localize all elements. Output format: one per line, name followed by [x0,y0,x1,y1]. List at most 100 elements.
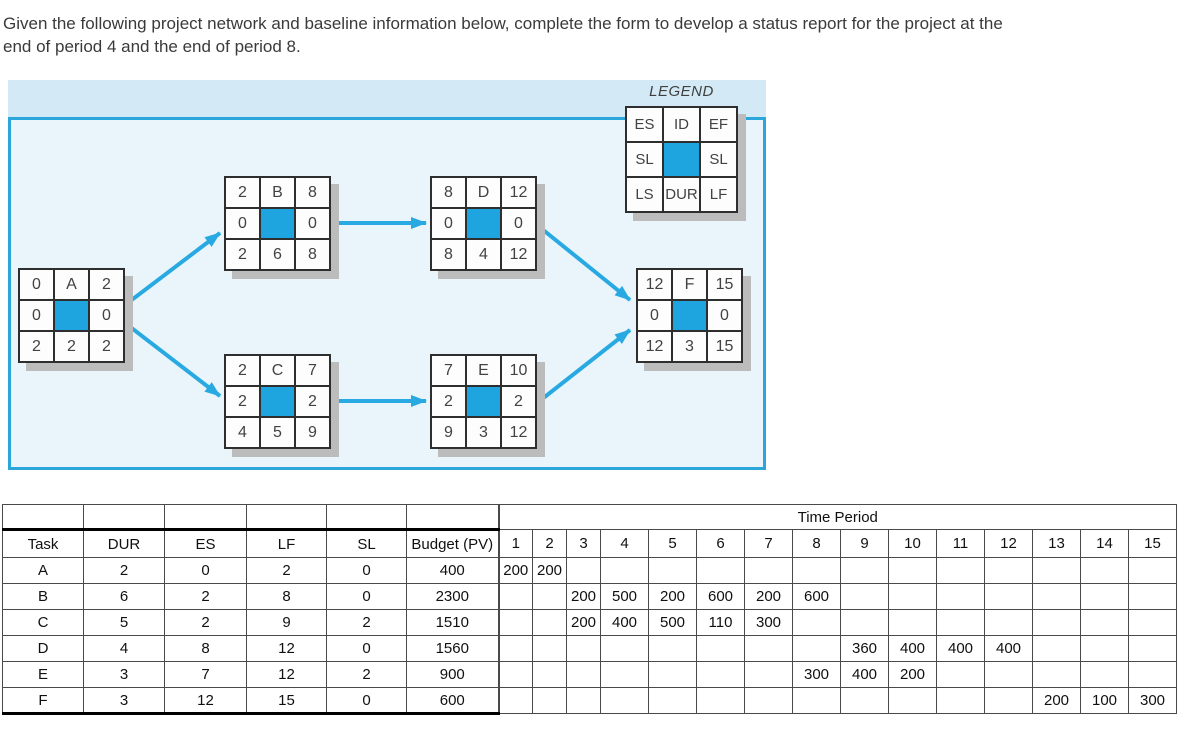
node-center-cell [467,209,500,238]
node-value-cell: 7 [432,356,465,385]
node-center-cell [467,387,500,416]
period-value-cell: 200 [497,557,533,584]
node-value-cell: 0 [296,209,329,238]
node-id-cell: A [55,270,88,299]
period-value-cell [532,609,567,636]
budget-cell: 600 [406,687,499,715]
sl-cell: 0 [326,583,407,610]
sl-cell: 0 [326,635,407,662]
period-value-cell [984,609,1033,636]
node-value-cell: LS [627,178,662,211]
period-value-cell: 300 [744,609,793,636]
node-value-cell: 0 [502,209,535,238]
period-value-cell [984,687,1033,714]
column-header: Task [2,529,84,558]
period-value-cell [936,687,985,714]
node-value-cell: 8 [432,240,465,269]
period-value-cell [1127,661,1178,688]
period-value-cell [600,557,649,584]
sl-cell: 2 [326,609,407,636]
node-value-cell: 4 [226,418,259,447]
period-value-cell [1127,635,1178,662]
dur-cell: 3 [83,661,165,688]
period-value-cell [532,583,567,610]
node-value-cell: 5 [261,418,294,447]
period-value-cell [792,687,841,714]
period-value-cell [840,583,889,610]
period-value-cell [566,635,601,662]
node-value-cell: 2 [296,387,329,416]
node-value-cell: 12 [638,332,671,361]
period-value-cell: 100 [1080,687,1129,714]
period-value-cell [648,661,697,688]
es-cell: 2 [164,609,247,636]
lf-cell: 8 [246,583,327,610]
period-value-cell [497,583,533,610]
period-value-cell [1080,557,1129,584]
period-header: 8 [792,529,841,558]
period-value-cell [1032,609,1081,636]
node-value-cell: 3 [673,332,706,361]
budget-cell: 2300 [406,583,499,610]
es-cell: 7 [164,661,247,688]
period-value-cell [792,635,841,662]
node-value-cell: 0 [20,270,53,299]
period-value-cell: 300 [1127,687,1178,714]
node-id-cell: F [673,270,706,299]
node-value-cell: 8 [432,178,465,207]
period-header: 5 [648,529,697,558]
empty-top-cell [164,504,247,531]
period-value-cell [936,661,985,688]
period-value-cell: 400 [840,661,889,688]
period-value-cell [792,609,841,636]
period-header: 11 [936,529,985,558]
period-value-cell [936,557,985,584]
task-cell: B [2,583,84,610]
node-value-cell: 7 [296,356,329,385]
period-value-cell [1032,583,1081,610]
period-value-cell: 300 [792,661,841,688]
period-value-cell [1080,661,1129,688]
period-header: 1 [497,529,533,558]
dur-cell: 3 [83,687,165,715]
instruction-text: Given the following project network and … [0,0,1195,58]
period-value-cell [600,661,649,688]
budget-cell: 1560 [406,635,499,662]
period-value-cell [1080,583,1129,610]
sl-cell: 0 [326,557,407,584]
period-value-cell [696,557,745,584]
node-value-cell: DUR [664,178,699,211]
period-value-cell [840,609,889,636]
period-value-cell [497,635,533,662]
period-value-cell [1032,661,1081,688]
node-value-cell: 9 [432,418,465,447]
node-value-cell: 3 [467,418,500,447]
node-id-cell: E [467,356,500,385]
period-value-cell [888,609,937,636]
node-id-cell: C [261,356,294,385]
node-value-cell: 2 [20,332,53,361]
es-cell: 12 [164,687,247,715]
node-value-cell: 0 [90,301,123,330]
period-value-cell [566,557,601,584]
task-cell: D [2,635,84,662]
node-center-cell [673,301,706,330]
period-value-cell [532,661,567,688]
period-value-cell [744,661,793,688]
period-value-cell [744,557,793,584]
node-value-cell: 12 [502,418,535,447]
node-value-cell: 15 [708,270,741,299]
period-value-cell [744,687,793,714]
node-value-cell: SL [701,143,736,176]
period-value-cell [1080,609,1129,636]
task-cell: A [2,557,84,584]
instruction-line-1: Given the following project network and … [3,14,1003,33]
node-center-cell [261,387,294,416]
period-value-cell [497,609,533,636]
sl-cell: 2 [326,661,407,688]
period-header: 10 [888,529,937,558]
